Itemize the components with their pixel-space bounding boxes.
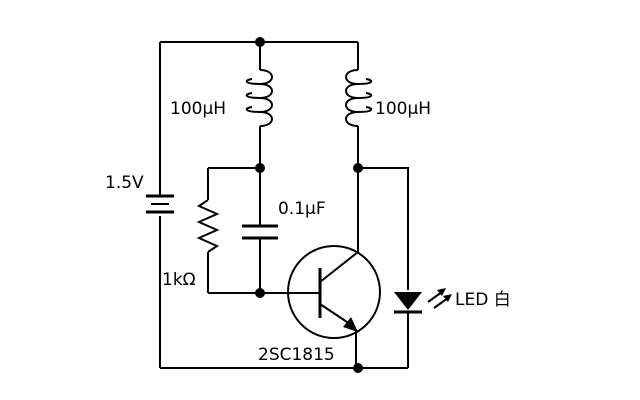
led [394, 288, 452, 368]
capacitor [242, 168, 278, 293]
junction-bottom [353, 363, 363, 373]
resistor [196, 168, 220, 293]
battery [146, 194, 174, 214]
junction-inductor-right-bottom [353, 163, 363, 173]
battery-label: 1.5V [105, 173, 144, 193]
transistor [287, 168, 381, 368]
junction-inductor-left-bottom [255, 163, 265, 173]
inductor-right [345, 42, 373, 168]
inductor-left [245, 42, 273, 168]
led-top-wire [358, 167, 409, 290]
led-label: LED 白 [455, 290, 511, 310]
inductor-left-label: 100μH [170, 99, 226, 119]
junction-base [255, 288, 265, 298]
transistor-label: 2SC1815 [258, 345, 335, 365]
inductor-right-label: 100μH [375, 99, 431, 119]
junction-top-left [255, 37, 265, 47]
capacitor-label: 0.1μF [278, 199, 326, 219]
resistor-label: 1kΩ [162, 270, 196, 290]
